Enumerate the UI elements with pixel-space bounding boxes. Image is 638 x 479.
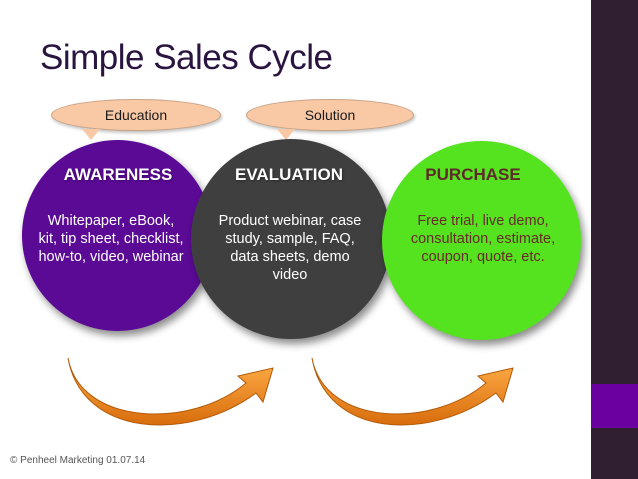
evaluation-line: data sheets, demo <box>230 249 350 265</box>
awareness-line: how-to, video, webinar <box>38 249 184 265</box>
evaluation-line: study, sample, FAQ, <box>225 231 355 247</box>
purchase-line: coupon, quote, etc. <box>421 249 545 265</box>
purchase-title: PURCHASE <box>425 165 521 184</box>
solution-callout: Solution <box>246 99 414 140</box>
purchase-line: Free trial, live demo, <box>417 213 549 229</box>
education-callout: Education <box>51 99 221 140</box>
awareness-title: AWARENESS <box>63 165 173 184</box>
copyright-footer: © Penheel Marketing 01.07.14 <box>10 455 146 466</box>
awareness-line: kit, tip sheet, checklist, <box>38 231 184 247</box>
sidebar-accent-block <box>591 384 638 428</box>
curved-arrow-icon <box>67 357 274 426</box>
slide-title: Simple Sales Cycle <box>40 38 333 77</box>
evaluation-body: Product webinar, case study, sample, FAQ… <box>200 212 380 284</box>
awareness-body: Whitepaper, eBook, kit, tip sheet, check… <box>20 212 202 266</box>
purchase-circle <box>382 141 581 340</box>
evaluation-title: EVALUATION <box>235 165 343 184</box>
awareness-line: Whitepaper, eBook, <box>47 213 175 229</box>
evaluation-line: Product webinar, case <box>218 213 362 229</box>
curved-arrow-icon <box>311 357 514 426</box>
purchase-line: consultation, estimate, <box>410 231 556 247</box>
awareness-circle <box>22 140 213 331</box>
evaluation-circle <box>191 139 391 339</box>
purchase-body: Free trial, live demo, consultation, est… <box>392 212 574 266</box>
evaluation-line: video <box>272 267 308 283</box>
